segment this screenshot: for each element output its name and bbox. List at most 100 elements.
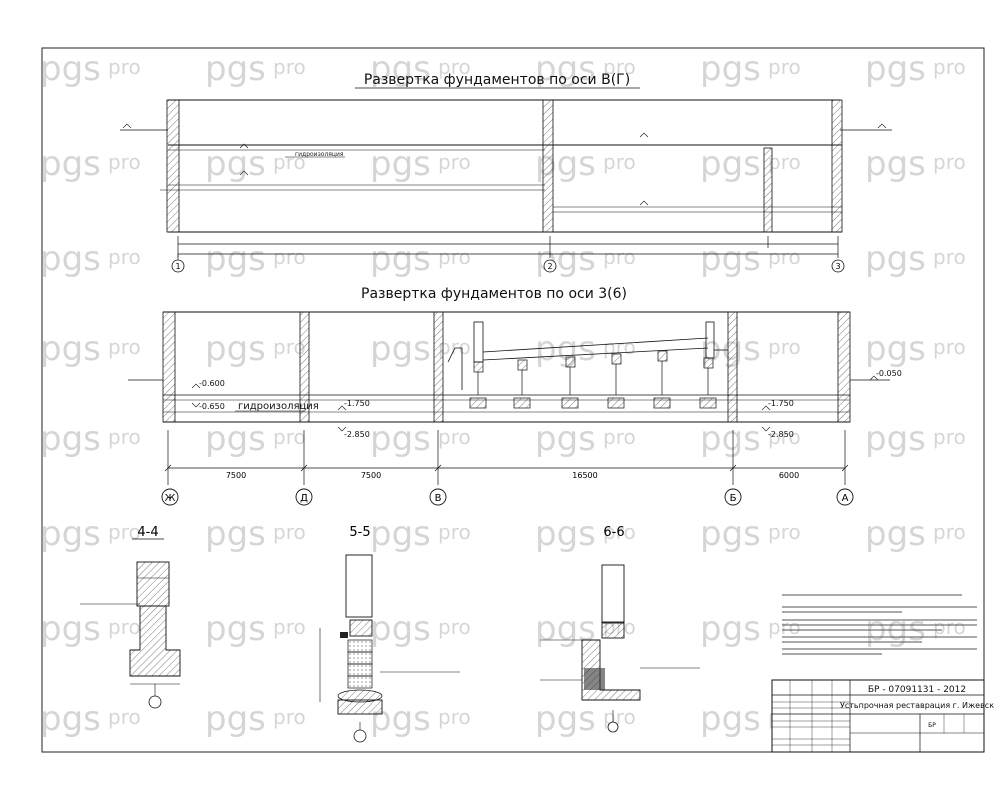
- section-5-5: 5-5: [319, 525, 460, 743]
- title-block-stage: БР: [928, 722, 936, 729]
- watermark-suffix: pro: [438, 335, 471, 359]
- watermark-brand: pgs: [370, 144, 431, 184]
- watermark-brand: pgs: [40, 419, 101, 459]
- axis-bubble-d: Д: [300, 493, 308, 504]
- watermark-brand: pgs: [40, 609, 101, 649]
- watermark-suffix: pro: [768, 425, 801, 449]
- watermark-brand: pgs: [205, 239, 266, 279]
- watermark-brand: pgs: [205, 699, 266, 739]
- watermark-suffix: pro: [108, 425, 141, 449]
- watermark-brand: pgs: [700, 514, 761, 554]
- watermark-suffix: pro: [768, 245, 801, 269]
- axis-bubble-b: Б: [730, 493, 737, 504]
- watermark-suffix: pro: [273, 150, 306, 174]
- general-notes: [782, 594, 977, 655]
- watermark-brand: pgs: [370, 514, 431, 554]
- dim-span-2: 7500: [361, 471, 381, 480]
- title-block-code: БР - 07091131 - 2012: [868, 685, 966, 695]
- watermark-brand: pgs: [535, 699, 596, 739]
- watermark-brand: pgs: [370, 239, 431, 279]
- axis-bubble-1: 1: [175, 262, 180, 271]
- section-1-hydro-label: гидроизоляция: [295, 151, 344, 158]
- watermark-suffix: pro: [933, 335, 966, 359]
- watermark-suffix: pro: [438, 425, 471, 449]
- section-2-unfold-axis-3-6: Развертка фундаментов по оси 3(6): [128, 286, 902, 506]
- watermark-suffix: pro: [273, 520, 306, 544]
- dim-span-4: 6000: [779, 471, 799, 480]
- watermark-brand: pgs: [700, 49, 761, 89]
- watermark-suffix: pro: [438, 615, 471, 639]
- watermark-brand: pgs: [370, 609, 431, 649]
- watermark-brand: pgs: [40, 144, 101, 184]
- watermark-suffix: pro: [603, 245, 636, 269]
- watermark-brand: pgs: [865, 49, 926, 89]
- watermark-brand: pgs: [205, 144, 266, 184]
- section-1-unfold-axis-vg: Развертка фундаментов по оси В(Г) гидрои…: [120, 72, 892, 273]
- level-minus-2850-right: -2.850: [768, 430, 794, 439]
- watermark-brand: pgs: [865, 329, 926, 369]
- watermark-suffix: pro: [273, 705, 306, 729]
- section-4-4-title: 4-4: [137, 525, 158, 540]
- watermark-brand: pgs: [40, 239, 101, 279]
- axis-bubble-a: А: [842, 493, 849, 504]
- watermark-suffix: pro: [273, 615, 306, 639]
- watermark-brand: pgs: [535, 329, 596, 369]
- watermark-brand: pgs: [40, 329, 101, 369]
- sheet-frame: [41, 47, 985, 753]
- level-minus-1750-left: -1.750: [344, 399, 370, 408]
- watermark-brand: pgs: [865, 144, 926, 184]
- axis-bubble-v: В: [435, 493, 442, 504]
- watermark-brand: pgs: [865, 239, 926, 279]
- section-5-5-title: 5-5: [349, 525, 370, 540]
- watermark-suffix: pro: [273, 55, 306, 79]
- section-2-axes: Ж Д В Б А: [161, 488, 854, 506]
- watermark-suffix: pro: [438, 245, 471, 269]
- level-minus-0650: -0.650: [199, 402, 225, 411]
- watermark-suffix: pro: [438, 705, 471, 729]
- watermark-suffix: pro: [108, 245, 141, 269]
- section-6-6: 6-6: [540, 525, 700, 733]
- level-minus-0050: -0.050: [876, 369, 902, 378]
- watermark-suffix: pro: [108, 705, 141, 729]
- watermark-suffix: pro: [933, 55, 966, 79]
- watermark-suffix: pro: [603, 520, 636, 544]
- watermark-suffix: pro: [933, 520, 966, 544]
- watermark-suffix: pro: [108, 150, 141, 174]
- section-1-axes: 1 2 3: [171, 254, 845, 273]
- watermark-brand: pgs: [205, 49, 266, 89]
- watermark-suffix: pro: [108, 520, 141, 544]
- watermark-suffix: pro: [933, 150, 966, 174]
- watermark-brand: pgs: [205, 514, 266, 554]
- watermark-suffix: pro: [768, 520, 801, 544]
- watermark-brand: pgs: [40, 699, 101, 739]
- watermark-brand: pgs: [40, 49, 101, 89]
